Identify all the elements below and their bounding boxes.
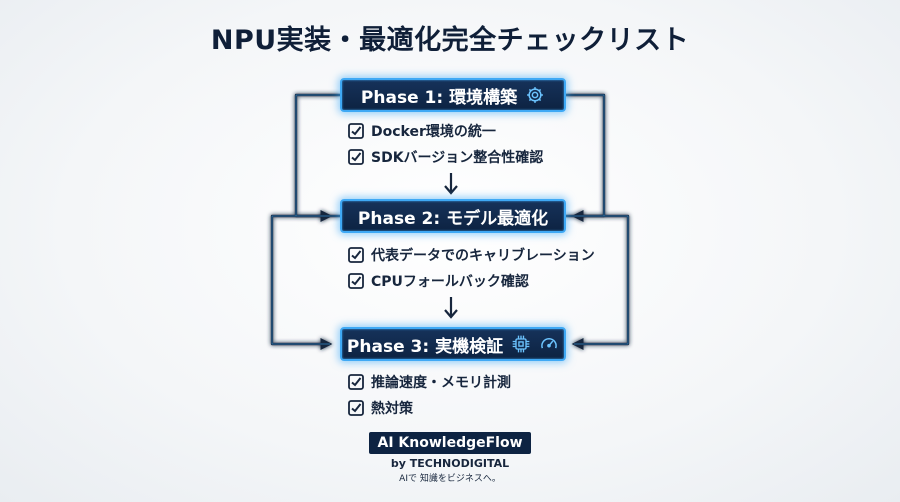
phase-1-box: Phase 1: 環境構築 <box>340 78 566 112</box>
list-item: Docker環境の統一 <box>348 118 543 144</box>
connector-p1-p2-right <box>566 93 606 222</box>
connector-p2-p3-left <box>270 214 340 350</box>
gear-icon <box>525 85 545 105</box>
list-item: CPUフォールバック確認 <box>348 268 595 294</box>
check-item-label: 代表データでのキャリブレーション <box>371 248 595 264</box>
brand-name: AI KnowledgeFlow <box>369 432 531 454</box>
page-title: NPU実装・最適化完全チェックリスト <box>210 25 690 56</box>
brand-logo: AI KnowledgeFlow by TECHNODIGITAL AIで 知識… <box>0 432 900 484</box>
phase-1-label: Phase 1: 環境構築 <box>360 87 518 108</box>
check-item-label: Docker環境の統一 <box>371 124 496 140</box>
checkbox-checked-icon <box>348 374 364 390</box>
brand-byline: by TECHNODIGITAL <box>390 457 510 470</box>
phase-3-label: Phase 3: 実機検証 <box>346 336 504 357</box>
phase-3-box: Phase 3: 実機検証 <box>340 327 566 361</box>
phase-2-box: Phase 2: モデル最適化 <box>340 199 566 233</box>
check-item-label: 推論速度・メモリ計測 <box>371 375 511 391</box>
checkbox-checked-icon <box>348 400 364 416</box>
check-item-label: 熱対策 <box>371 401 413 417</box>
checkbox-checked-icon <box>348 123 364 139</box>
list-item: 推論速度・メモリ計測 <box>348 369 511 395</box>
arrow-down-icon <box>444 173 458 195</box>
chip-icon <box>511 334 531 354</box>
phase-1-checklist: Docker環境の統一 SDKバージョン整合性確認 <box>348 118 543 170</box>
gauge-icon <box>539 334 559 354</box>
arrow-down-icon <box>444 297 458 319</box>
list-item: 代表データでのキャリブレーション <box>348 242 595 268</box>
phase-3-checklist: 推論速度・メモリ計測 熱対策 <box>348 369 511 421</box>
check-item-label: CPUフォールバック確認 <box>371 274 529 290</box>
checkbox-checked-icon <box>348 247 364 263</box>
checkbox-checked-icon <box>348 273 364 289</box>
connector-p1-p2-left <box>294 93 340 222</box>
check-item-label: SDKバージョン整合性確認 <box>371 150 544 166</box>
list-item: 熱対策 <box>348 395 511 421</box>
phase-2-checklist: 代表データでのキャリブレーション CPUフォールバック確認 <box>348 242 595 294</box>
list-item: SDKバージョン整合性確認 <box>348 144 543 170</box>
brand-tagline: AIで 知識をビジネスへ。 <box>399 474 501 484</box>
phase-2-label: Phase 2: モデル最適化 <box>357 208 549 229</box>
checkbox-checked-icon <box>348 149 364 165</box>
